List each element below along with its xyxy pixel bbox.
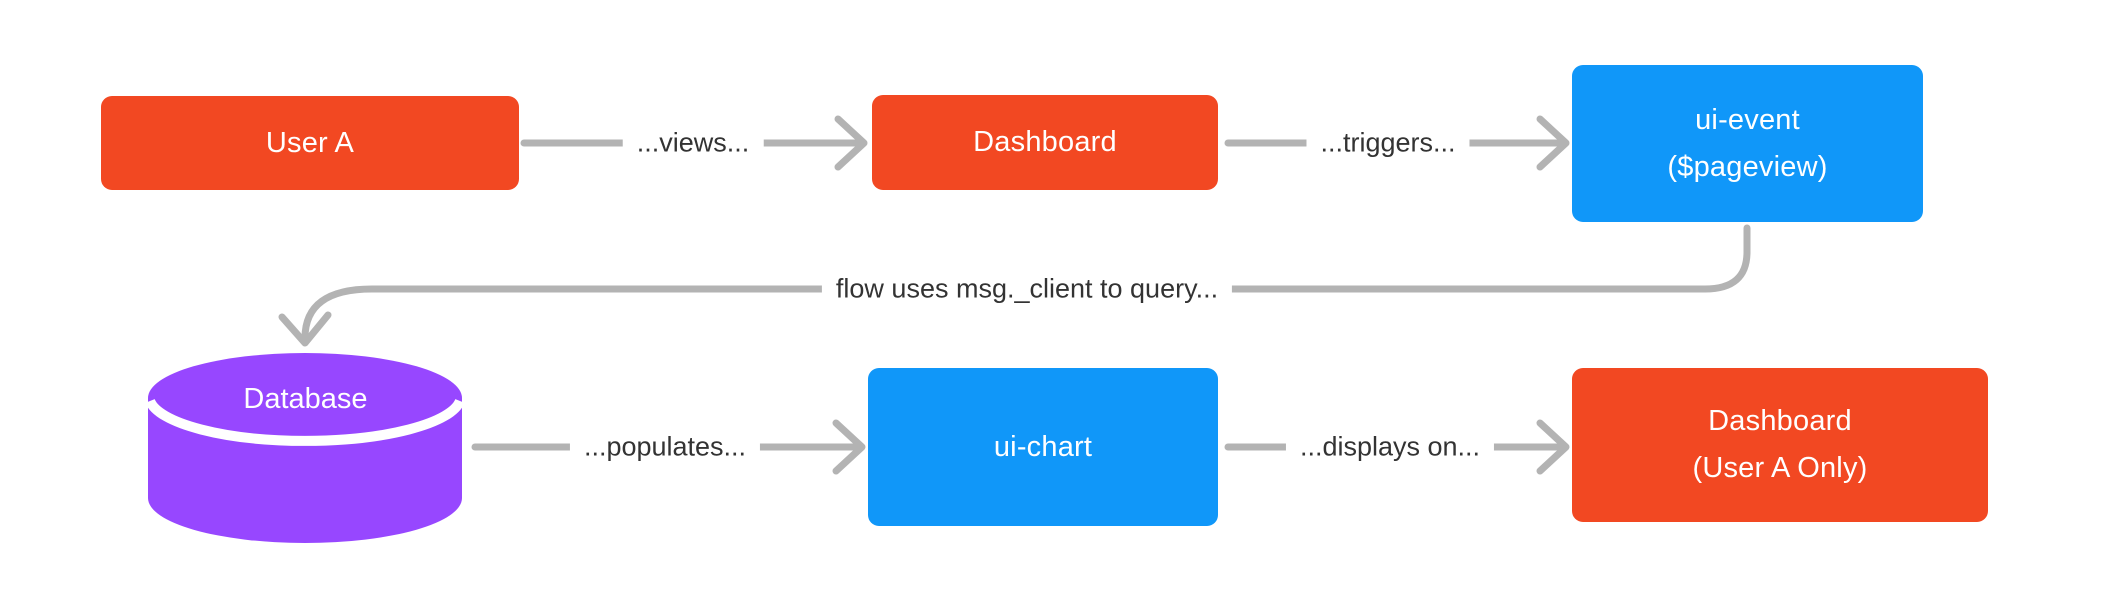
arrowhead-displays — [1536, 419, 1570, 475]
database-cylinder-lid-line — [145, 398, 465, 446]
node-dashboard-user-a-only-label: Dashboard (User A Only) — [1692, 398, 1867, 492]
node-dashboard[interactable]: Dashboard — [872, 95, 1218, 190]
node-ui-chart-label: ui-chart — [993, 430, 1093, 463]
node-ui-event-line1: ui-event — [1695, 103, 1800, 136]
edge-label-query: flow uses msg._client to query... — [821, 271, 1233, 307]
edge-label-populates: ...populates... — [569, 429, 761, 465]
edge-label-triggers: ...triggers... — [1306, 125, 1470, 161]
arrowhead-views — [834, 115, 868, 171]
node-ui-event-line2: ($pageview) — [1667, 150, 1828, 183]
arrowhead-populates — [832, 419, 866, 475]
connector-query — [301, 224, 1751, 342]
node-user-a[interactable]: User A — [101, 96, 519, 190]
node-database[interactable] — [145, 353, 465, 543]
node-user-a-label: User A — [265, 126, 355, 159]
node-ui-event[interactable]: ui-event ($pageview) — [1572, 65, 1923, 222]
edge-label-displays: ...displays on... — [1285, 429, 1495, 465]
node-ui-chart[interactable]: ui-chart — [868, 368, 1218, 526]
node-dashboard-user-a-only[interactable]: Dashboard (User A Only) — [1572, 368, 1988, 522]
node-dashboard-user-a-only-line1: Dashboard — [1708, 405, 1852, 437]
arrowhead-query — [278, 311, 332, 347]
database-cylinder-body — [148, 353, 462, 543]
edge-label-views: ...views... — [622, 125, 764, 161]
node-ui-event-label: ui-event ($pageview) — [1667, 97, 1827, 191]
node-dashboard-label: Dashboard — [973, 126, 1117, 158]
arrowhead-triggers — [1536, 115, 1570, 171]
node-dashboard-user-a-only-line2: (User A Only) — [1692, 452, 1868, 484]
